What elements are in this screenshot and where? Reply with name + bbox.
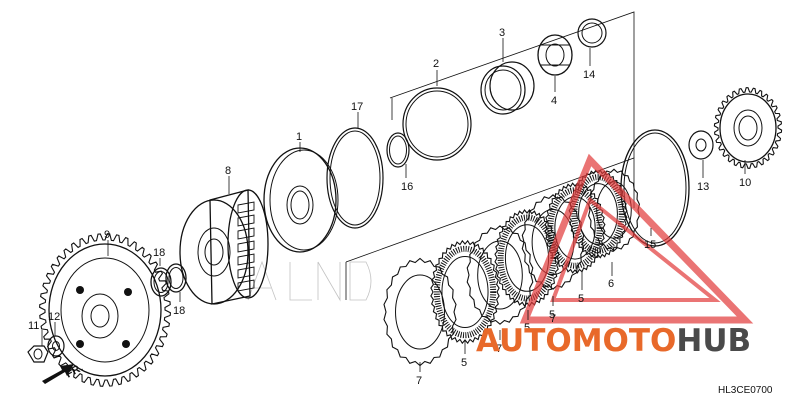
part-label-8: 8 <box>225 165 231 177</box>
part-label-3: 3 <box>499 27 505 39</box>
washer-12 <box>47 335 65 357</box>
part-label-4: 4 <box>551 95 557 107</box>
plate-outline <box>494 209 560 307</box>
part-label-7c: 7 <box>550 313 556 325</box>
snap-ring-18-a <box>150 267 172 297</box>
part-label-5c: 5 <box>549 309 555 321</box>
nut-11 <box>27 345 49 363</box>
part-label-9: 9 <box>104 229 110 241</box>
assembly-frame <box>345 11 635 300</box>
part-label-7b: 7 <box>496 343 502 355</box>
background-brand-outline <box>247 260 372 302</box>
part-label-15: 15 <box>644 239 656 251</box>
drum-slot <box>237 240 255 253</box>
plate-inner-edge <box>578 183 618 245</box>
drum-slot <box>237 227 255 240</box>
part-label-18a: 18 <box>153 247 165 259</box>
gear-teeth <box>39 233 171 387</box>
front-direction-arrow: FR. <box>42 362 85 384</box>
part-labels: 1 2 3 4 5 5 5 5 6 7 7 7 8 9 10 11 12 13 … <box>28 27 751 387</box>
plate-outline <box>588 168 640 252</box>
drum-slot <box>237 266 255 279</box>
part-label-18b: 18 <box>173 305 185 317</box>
plate-outline <box>383 257 457 367</box>
part-label-11: 11 <box>28 320 39 332</box>
leader-lines <box>41 38 746 372</box>
plate-outline <box>544 182 606 274</box>
drum-slot <box>237 201 255 214</box>
drive-gear-9 <box>39 233 171 387</box>
part-label-5d: 5 <box>578 293 584 305</box>
part-label-5b: 5 <box>524 322 530 334</box>
diagram-code: HL3CE0700 <box>718 385 773 396</box>
plate-inner-edge <box>441 255 489 329</box>
clutch-plate-7-b <box>466 225 534 325</box>
plate-inner-edge <box>477 240 523 310</box>
thrust-washer-13 <box>688 130 714 160</box>
gear-10 <box>713 87 783 169</box>
friction-lining <box>571 174 625 254</box>
part-label-7a: 7 <box>416 375 422 387</box>
part-label-14: 14 <box>583 69 595 81</box>
clutch-drum-8 <box>179 189 269 305</box>
spring-ring-2 <box>402 87 472 161</box>
part-label-1: 1 <box>296 131 302 143</box>
part-label-5a: 5 <box>461 357 467 369</box>
drum-slot <box>237 253 255 266</box>
seal-rings-3 <box>480 61 535 115</box>
watermark-triangle <box>519 153 754 324</box>
part-label-12: 12 <box>48 311 60 323</box>
drum-slot <box>237 279 255 292</box>
plate-outline <box>430 239 500 345</box>
gear-teeth <box>713 87 783 169</box>
part-label-13: 13 <box>697 181 709 193</box>
watermark-word-hub: HUB <box>676 323 751 359</box>
automotohub-watermark: AUTOMOTOHUB <box>476 323 751 359</box>
o-ring-16 <box>386 132 410 168</box>
friction-lining <box>433 245 497 339</box>
part-label-10: 10 <box>739 177 751 189</box>
part-label-6: 6 <box>608 278 614 290</box>
friction-lining <box>547 187 603 269</box>
snap-ring-14 <box>577 18 607 48</box>
drum-slot <box>237 214 255 227</box>
plate-outline <box>521 194 585 290</box>
watermark-word-automoto: AUTOMOTO <box>476 323 676 359</box>
svg-text:AUTOMOTOHUB: AUTOMOTOHUB <box>476 323 751 359</box>
clutch-disc-5-a <box>430 239 500 345</box>
o-ring-17 <box>326 127 384 229</box>
plate-inner-edge <box>395 274 445 350</box>
spring-retainer-4 <box>537 34 573 76</box>
clutch-plate-7-a <box>383 257 457 367</box>
part-label-2: 2 <box>433 58 439 70</box>
part-label-16: 16 <box>401 181 413 193</box>
plate-outline <box>466 225 534 325</box>
part-label-17: 17 <box>351 101 363 113</box>
snap-ring-18-b <box>165 263 187 293</box>
piston-1 <box>263 147 339 253</box>
